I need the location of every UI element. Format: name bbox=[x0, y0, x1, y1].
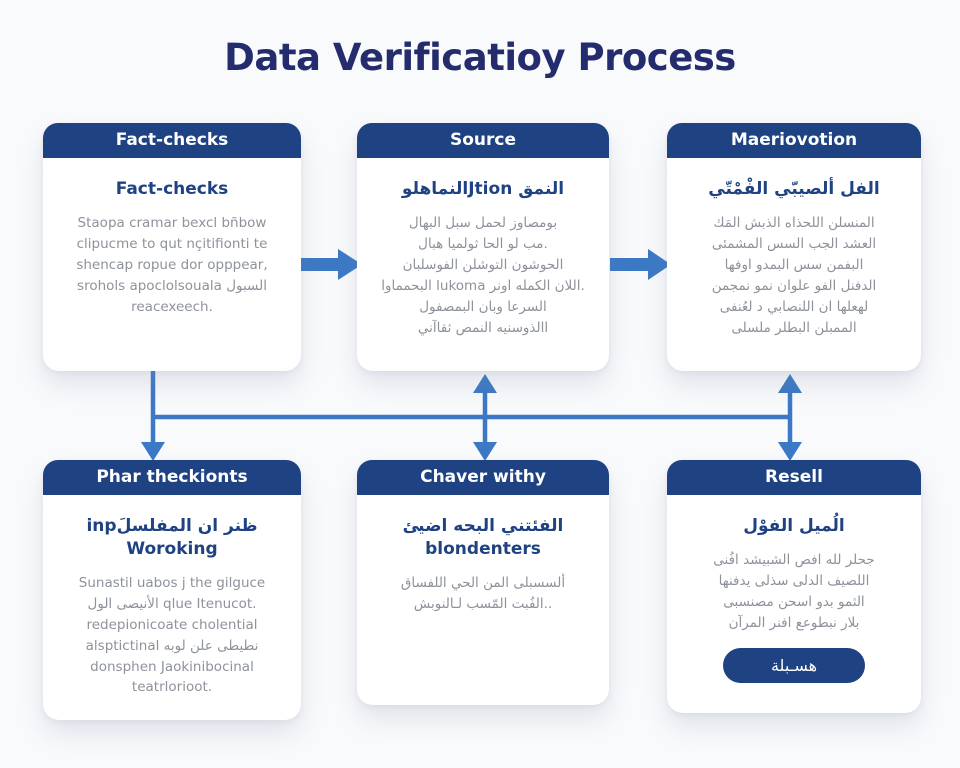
card-header: Source bbox=[357, 123, 609, 158]
card-chaver-withy: Chaver withy الفئتني البحه اضيئ blondent… bbox=[357, 460, 609, 705]
card-subtitle: الُميل الفوْل bbox=[743, 516, 845, 536]
page-title: Data Verificatioy Process bbox=[224, 36, 736, 79]
card-body: الُميل الفوْل جحلر لله افص الشبيشد افُنى… bbox=[667, 495, 921, 713]
arrow-down-icon bbox=[778, 442, 802, 461]
card-body: الفئتني البحه اضيئ blondenters ألسسبلى ا… bbox=[357, 495, 609, 705]
card-subtitle: الفل ألصيبّي الفْمْتّي bbox=[708, 179, 880, 199]
card-text: المنسلن اللحذاه الذبش المَك العشد الجب ا… bbox=[711, 214, 877, 336]
card-source: Source النماهلوJtion النمق بومصاوز لحمل … bbox=[357, 123, 609, 371]
card-subtitle: Fact-checks bbox=[115, 179, 229, 199]
connector-lines bbox=[141, 371, 802, 461]
card-body: النماهلوJtion النمق بومصاوز لحمل سبل الب… bbox=[357, 158, 609, 371]
card-text: بومصاوز لحمل سبل البهال مب لو الحا ثولمي… bbox=[381, 214, 585, 336]
card-header: Chaver withy bbox=[357, 460, 609, 495]
card-text: Staopa cramar bexcl bñbow clipucme to qu… bbox=[76, 214, 268, 315]
card-header: Maeriovotion bbox=[667, 123, 921, 158]
card-subtitle: النماهلوJtion النمق bbox=[401, 179, 565, 199]
card-resell: Resell الُميل الفوْل جحلر لله افص الشبيش… bbox=[667, 460, 921, 713]
arrow-up-icon bbox=[778, 374, 802, 393]
card-maeriovotion: Maeriovotion الفل ألصيبّي الفْمْتّي المن… bbox=[667, 123, 921, 371]
card-text: جحلر لله افص الشبيشد افُنى اللصيف الدلى … bbox=[713, 551, 875, 631]
arrow-down-icon bbox=[141, 442, 165, 461]
arrow-up-icon bbox=[473, 374, 497, 393]
card-body: Fact-checks Staopa cramar bexcl bñbow cl… bbox=[43, 158, 301, 371]
card-body: الفل ألصيبّي الفْمْتّي المنسلن اللحذاه ا… bbox=[667, 158, 921, 371]
card-subtitle: inpظنر ان المفلسلَ Woroking bbox=[86, 516, 258, 559]
card-header: Resell bbox=[667, 460, 921, 495]
card-header: Fact-checks bbox=[43, 123, 301, 158]
arrow-right-icon bbox=[610, 249, 671, 280]
arrow-right-icon bbox=[299, 249, 362, 280]
card-phar-theckionts: Phar theckionts inpظنر ان المفلسلَ Worok… bbox=[43, 460, 301, 720]
card-header: Phar theckionts bbox=[43, 460, 301, 495]
card-fact-checks: Fact-checks Fact-checks Staopa cramar be… bbox=[43, 123, 301, 371]
arrow-down-icon bbox=[473, 442, 497, 461]
card-text: ألسسبلى المن الحي اللفساق الفُبت المّسب … bbox=[400, 574, 566, 612]
card-subtitle: الفئتني البحه اضيئ blondenters bbox=[402, 516, 564, 559]
card-text: Sunastil uabos j the gilguce الأنيصى الو… bbox=[78, 574, 266, 696]
card-body: inpظنر ان المفلسلَ Woroking Sunastil uab… bbox=[43, 495, 301, 720]
resell-button[interactable]: هسـبلة bbox=[722, 647, 866, 683]
